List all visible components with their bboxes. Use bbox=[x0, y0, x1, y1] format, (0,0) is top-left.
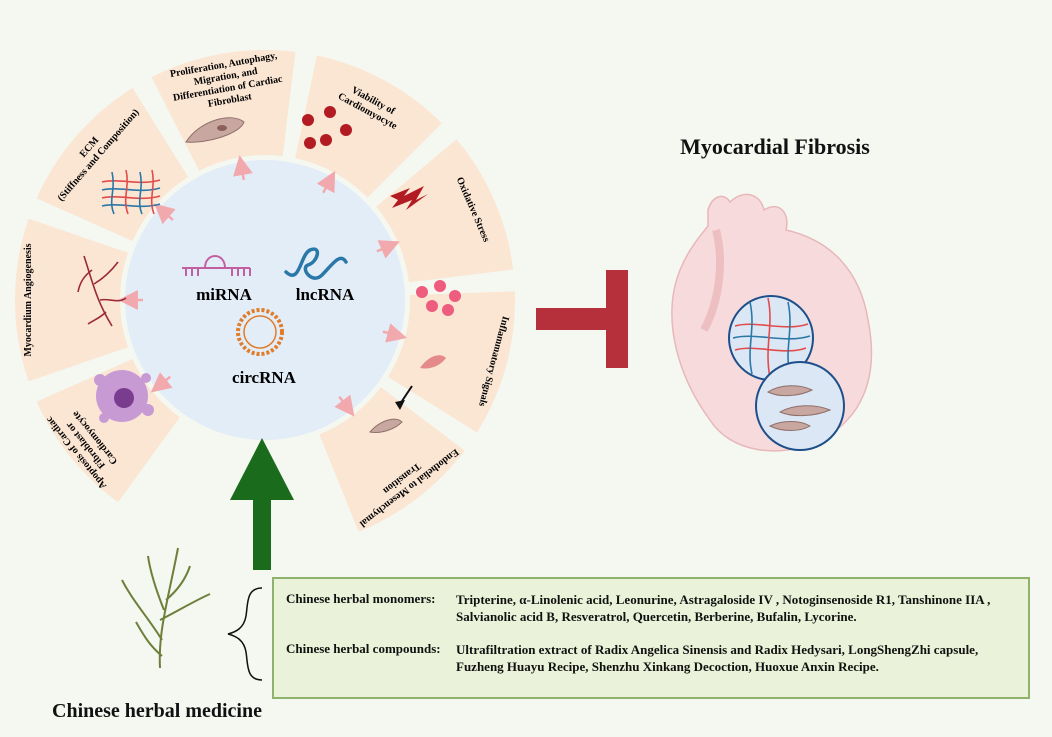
circrna-label: circRNA bbox=[232, 368, 297, 387]
arrow-to-endmt bbox=[334, 394, 355, 417]
mirna-label: miRNA bbox=[196, 285, 252, 304]
pink-arrows bbox=[118, 155, 407, 417]
ring-segment-inflammatory bbox=[387, 291, 515, 433]
compounds-row: Chinese herbal compounds: Ultrafiltratio… bbox=[286, 641, 1024, 675]
center-circle bbox=[125, 160, 405, 440]
arrow-to-ecm bbox=[154, 203, 176, 225]
herb-plant-icon bbox=[121, 547, 211, 669]
vessels-icon bbox=[77, 255, 127, 327]
lightning-icon bbox=[390, 186, 428, 210]
arrow-to-oxidative bbox=[376, 240, 400, 259]
arrow-to-apoptosis bbox=[150, 372, 173, 393]
ring-segment-viability bbox=[295, 55, 442, 198]
circrna-icon bbox=[236, 308, 284, 356]
endmt-icon bbox=[369, 355, 446, 433]
arrow-to-viability bbox=[316, 170, 336, 194]
monomers-list: Tripterine, α-Linolenic acid, Leonurine,… bbox=[456, 592, 991, 624]
ring-segment-ecm bbox=[36, 87, 189, 242]
compounds-label: Chinese herbal compounds: bbox=[286, 641, 441, 656]
lncrna-icon bbox=[284, 247, 348, 280]
compounds-list: Ultrafiltration extract of Radix Angelic… bbox=[456, 642, 979, 674]
lncrna-label: lncRNA bbox=[296, 285, 355, 304]
monomers-row: Chinese herbal monomers: Tripterine, α-L… bbox=[286, 591, 1024, 625]
inflammatory-cells-icon bbox=[416, 280, 461, 316]
apoptotic-cell-icon bbox=[94, 370, 154, 423]
heart-icon bbox=[671, 193, 873, 452]
segment-label-line: Myocardium Angiogenesis bbox=[23, 243, 34, 356]
segment-label-angiogenesis: Myocardium Angiogenesis bbox=[23, 243, 34, 356]
cardiomyocyte-icon bbox=[302, 106, 352, 149]
monomers-label: Chinese herbal monomers: bbox=[286, 591, 436, 606]
inhibition-symbol bbox=[536, 270, 628, 368]
ring-segment-oxidative bbox=[376, 139, 514, 283]
herbal-list-box: Chinese herbal monomers: Tripterine, α-L… bbox=[272, 577, 1030, 699]
curly-brace bbox=[227, 587, 263, 681]
ring-segment-endmt bbox=[319, 387, 465, 532]
arrow-to-inflammatory bbox=[382, 323, 407, 343]
green-up-arrow bbox=[230, 438, 294, 570]
ecm-mesh-icon bbox=[101, 169, 161, 215]
ring-segment-angiogenesis bbox=[15, 218, 128, 382]
herbal-medicine-label: Chinese herbal medicine bbox=[52, 700, 262, 722]
fibroblast-icon bbox=[185, 117, 245, 143]
mirna-icon bbox=[182, 255, 251, 276]
arrow-to-fibroblast bbox=[233, 155, 253, 181]
title: Myocardial Fibrosis bbox=[680, 134, 870, 159]
